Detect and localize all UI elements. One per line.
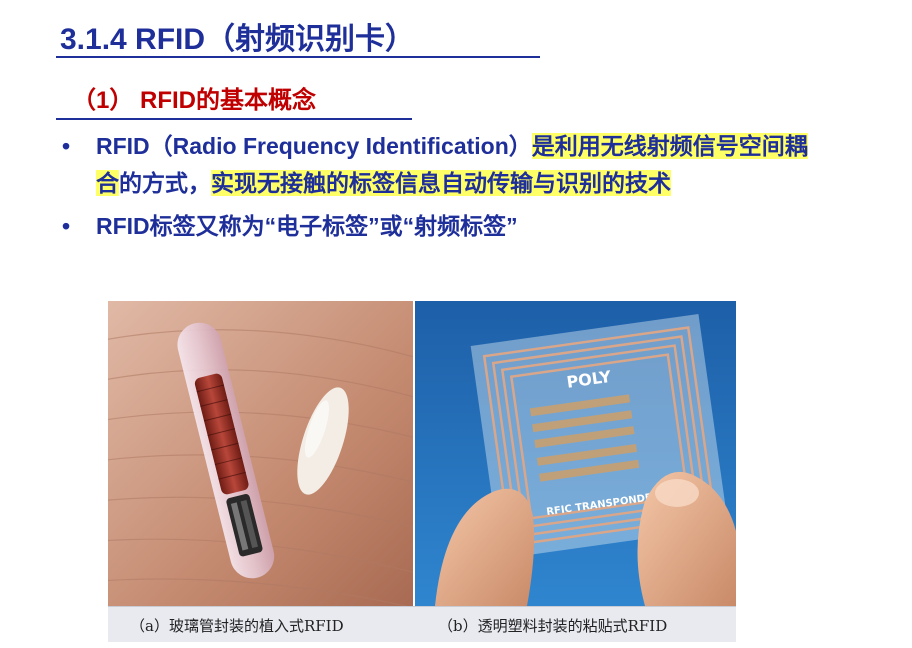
bullet-list: • RFID（Radio Frequency Identification）是利… [62,128,822,251]
rfid-figure: POLY RFIC TRANSPONDER （a）玻璃管封装的植入式RFID （… [108,301,736,642]
glass-capsule-illustration [108,301,413,606]
definition-term: RFID（Radio Frequency Identification） [96,133,532,159]
bullet-dot-icon: • [62,133,71,159]
definition-highlight-2: 实现无接触的标签信息自动传输与识别的技术 [211,170,671,196]
bullet-alias: • RFID标签又称为“电子标签”或“射频标签” [62,208,822,245]
subtitle-underline [56,118,412,120]
transparent-tag-illustration: POLY RFIC TRANSPONDER [415,301,736,606]
section-subtitle: （1） RFID的基本概念 [72,87,317,114]
slide-title: 3.1.4 RFID（射频识别卡） [60,23,416,56]
alias-text: RFID标签又称为“电子标签”或“射频标签” [96,213,518,239]
caption-implant-rfid: （a）玻璃管封装的植入式RFID [130,617,344,635]
definition-connector: 的方式， [119,170,211,196]
caption-sticker-rfid: （b）透明塑料封装的粘贴式RFID [438,617,668,635]
title-underline [56,56,540,58]
bullet-definition: • RFID（Radio Frequency Identification）是利… [62,128,822,202]
sticker-rfid-photo: POLY RFIC TRANSPONDER [415,301,736,606]
bullet-dot-icon: • [62,213,71,239]
figure-caption-bar: （a）玻璃管封装的植入式RFID （b）透明塑料封装的粘贴式RFID [108,606,736,642]
implant-rfid-photo [108,301,413,606]
